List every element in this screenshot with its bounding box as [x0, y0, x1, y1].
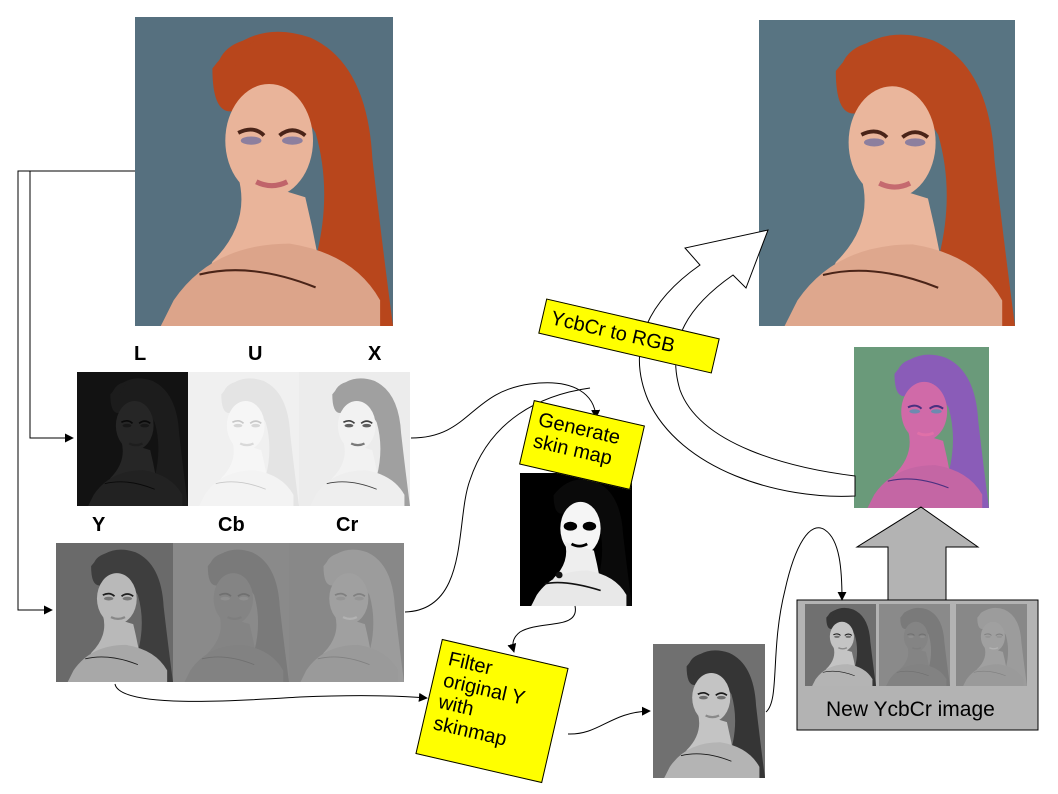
new-ycbcr-label: New YcbCr image — [826, 698, 995, 721]
label-y: Y — [92, 514, 106, 536]
label-u: U — [248, 343, 263, 365]
label-l: L — [134, 343, 147, 365]
label-cr: Cr — [336, 514, 359, 536]
label-x: X — [368, 343, 382, 365]
skin-map-image — [520, 473, 632, 606]
label-cb: Cb — [218, 514, 245, 536]
